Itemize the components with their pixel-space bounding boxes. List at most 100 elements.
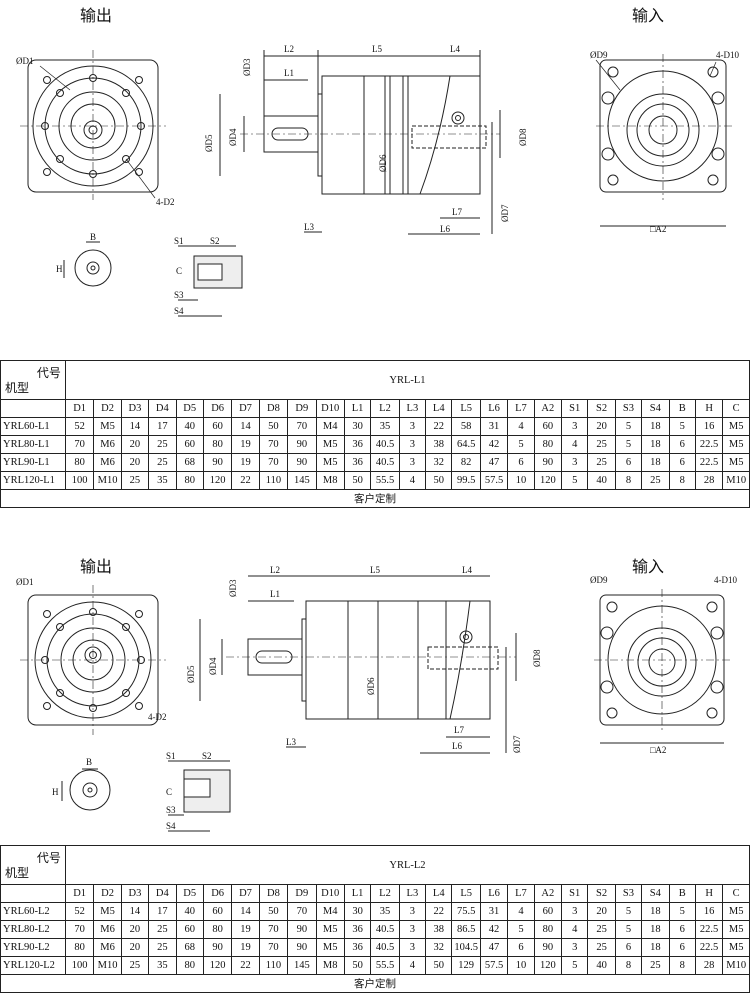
value-cell: 5 xyxy=(614,435,643,454)
value-cell: 120 xyxy=(202,471,233,490)
dim-l1: L1 xyxy=(284,68,294,78)
column-header: D3 xyxy=(120,884,150,903)
value-cell: 110 xyxy=(258,956,289,975)
value-cell: 22 xyxy=(231,471,260,490)
value-cell: 22.5 xyxy=(694,938,724,957)
dim-b: B xyxy=(86,757,92,767)
value-cell: M5 xyxy=(722,938,750,957)
dim-d9: ØD9 xyxy=(590,575,608,585)
value-cell: 80 xyxy=(175,956,204,975)
value-cell: 70 xyxy=(258,920,289,939)
dim-h: H xyxy=(52,787,59,797)
value-cell: 57.5 xyxy=(479,956,509,975)
value-cell: 60 xyxy=(533,417,563,436)
value-cell: 60 xyxy=(175,920,204,939)
value-cell: 80 xyxy=(533,920,563,939)
column-header: S4 xyxy=(641,884,670,903)
value-cell: 3 xyxy=(561,938,589,957)
value-cell: 120 xyxy=(533,956,563,975)
dim-c: C xyxy=(166,787,172,797)
value-cell: 14 xyxy=(120,417,150,436)
drawing-section-l2: 输出 输入 xyxy=(0,515,750,998)
column-header: L7 xyxy=(507,399,535,418)
dim-d6: ØD6 xyxy=(366,677,376,695)
value-cell: 19 xyxy=(231,435,260,454)
value-cell: 70 xyxy=(64,435,95,454)
value-cell: 22.5 xyxy=(694,920,724,939)
value-cell: 55.5 xyxy=(370,471,400,490)
column-header: D8 xyxy=(258,399,289,418)
column-header: D7 xyxy=(231,399,260,418)
dim-d8: ØD8 xyxy=(518,128,528,146)
drawing-section-l1: 输出 输入 xyxy=(0,6,750,508)
value-cell: 25 xyxy=(641,471,670,490)
value-cell: 50 xyxy=(343,956,372,975)
corner-top-label: 代号 xyxy=(36,366,61,380)
value-cell: 55.5 xyxy=(370,956,400,975)
dim-l6: L6 xyxy=(440,224,450,234)
column-header: D6 xyxy=(202,884,233,903)
value-cell: M8 xyxy=(315,471,345,490)
dim-s1: S1 xyxy=(174,236,184,246)
value-cell: 18 xyxy=(641,453,670,472)
value-cell: 47 xyxy=(479,938,509,957)
gearbox-body xyxy=(321,75,409,195)
column-header: S3 xyxy=(614,399,643,418)
dim-l4: L4 xyxy=(450,44,460,54)
column-header: D4 xyxy=(148,399,177,418)
value-cell: 36 xyxy=(343,435,372,454)
dim-d8: ØD8 xyxy=(532,649,542,667)
column-header: D2 xyxy=(93,399,122,418)
dim-s2: S2 xyxy=(202,751,212,761)
value-cell: 14 xyxy=(231,902,260,921)
column-header: C xyxy=(722,399,750,418)
value-cell: 80 xyxy=(202,435,233,454)
column-header: B xyxy=(668,399,696,418)
value-cell: 19 xyxy=(231,453,260,472)
value-cell: 22.5 xyxy=(694,453,724,472)
column-header: L3 xyxy=(398,399,427,418)
value-cell: 14 xyxy=(231,417,260,436)
dim-d9: ØD9 xyxy=(590,50,608,60)
value-cell: 70 xyxy=(258,938,289,957)
value-cell: M6 xyxy=(93,453,122,472)
value-cell: 68 xyxy=(175,938,204,957)
dim-h: H xyxy=(56,264,63,274)
value-cell: M5 xyxy=(93,902,122,921)
dim-d5: ØD5 xyxy=(204,134,214,152)
dim-d4: ØD4 xyxy=(208,657,218,675)
column-header: S4 xyxy=(641,399,670,418)
column-header: L2 xyxy=(370,399,400,418)
model-cell: YRL60-L1 xyxy=(0,417,66,436)
column-header: D5 xyxy=(175,884,204,903)
dim-s1: S1 xyxy=(166,751,176,761)
value-cell: 18 xyxy=(641,435,670,454)
dim-d7: ØD7 xyxy=(512,735,522,753)
value-cell: M10 xyxy=(722,471,750,490)
value-cell: 10 xyxy=(507,956,535,975)
value-cell: 90 xyxy=(287,920,317,939)
value-cell: 20 xyxy=(120,435,150,454)
value-cell: 35 xyxy=(148,956,177,975)
column-header: L5 xyxy=(451,884,481,903)
value-cell: 50 xyxy=(343,471,372,490)
series-title: YRL-L2 xyxy=(64,845,750,885)
value-cell: 35 xyxy=(370,902,400,921)
value-cell: 40 xyxy=(175,417,204,436)
model-cell: YRL120-L2 xyxy=(0,956,66,975)
value-cell: 40 xyxy=(175,902,204,921)
column-header: B xyxy=(668,884,696,903)
value-cell: 4 xyxy=(561,920,589,939)
column-header: L7 xyxy=(507,884,535,903)
value-cell: 70 xyxy=(287,902,317,921)
value-cell: 14 xyxy=(120,902,150,921)
value-cell: 70 xyxy=(287,417,317,436)
value-cell: M5 xyxy=(722,453,750,472)
value-cell: 6 xyxy=(668,453,696,472)
value-cell: 80 xyxy=(64,938,95,957)
value-cell: 129 xyxy=(451,956,481,975)
